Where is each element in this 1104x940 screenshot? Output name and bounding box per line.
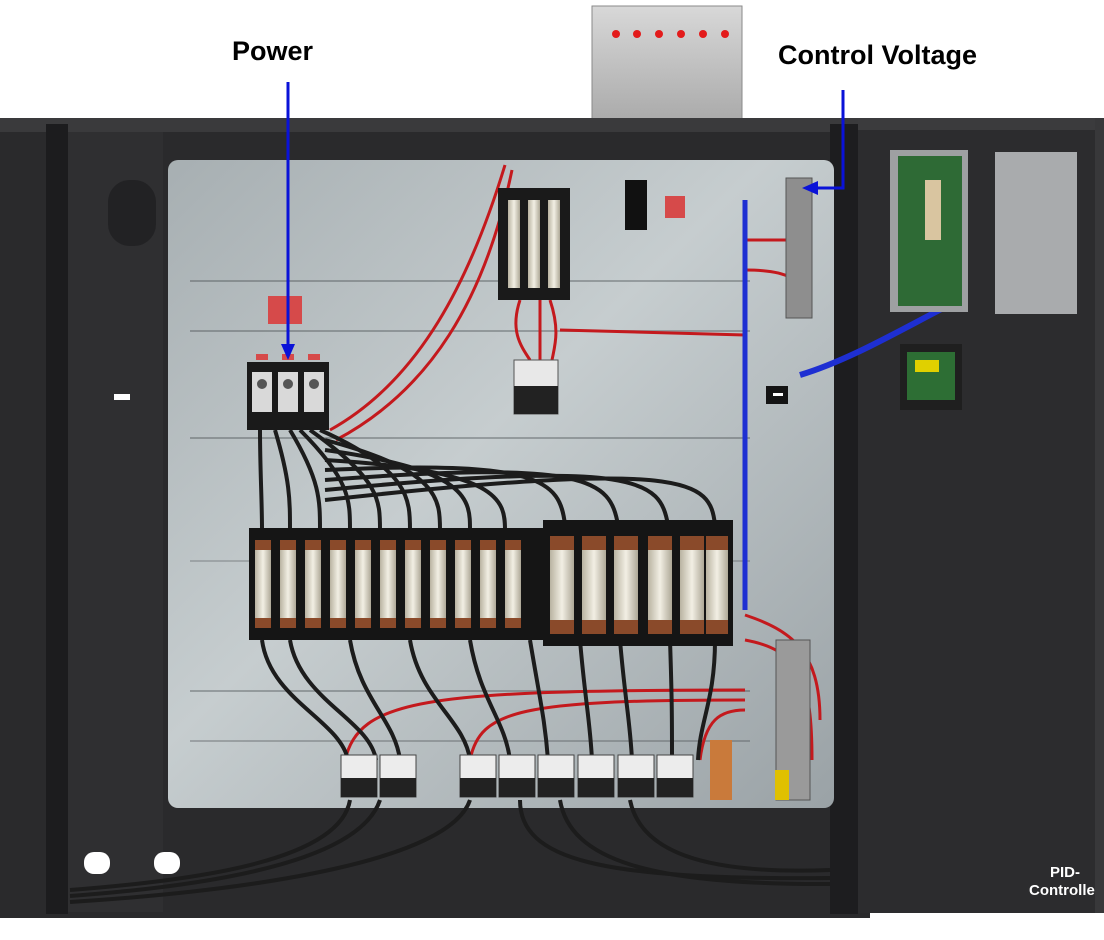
contactor-row bbox=[340, 740, 732, 800]
terminal-blocks bbox=[775, 177, 813, 801]
top-junction-box bbox=[591, 5, 743, 125]
power-leader-arrow bbox=[281, 82, 295, 360]
power-distribution-block bbox=[247, 354, 329, 430]
upper-contactor bbox=[513, 359, 559, 415]
door-controllers bbox=[890, 150, 1077, 410]
fuse-bank bbox=[249, 520, 733, 646]
blue-wiring bbox=[742, 200, 957, 610]
pid-controller-label-line2: Controlle bbox=[1029, 882, 1095, 899]
top-fuse-holder bbox=[498, 180, 647, 300]
power-label: Power bbox=[232, 36, 314, 66]
pid-controller-label-line1: PID- bbox=[1050, 864, 1080, 881]
control-voltage-label: Control Voltage bbox=[778, 40, 977, 70]
black-wiring bbox=[69, 428, 831, 904]
control-voltage-leader-arrow bbox=[802, 90, 845, 195]
